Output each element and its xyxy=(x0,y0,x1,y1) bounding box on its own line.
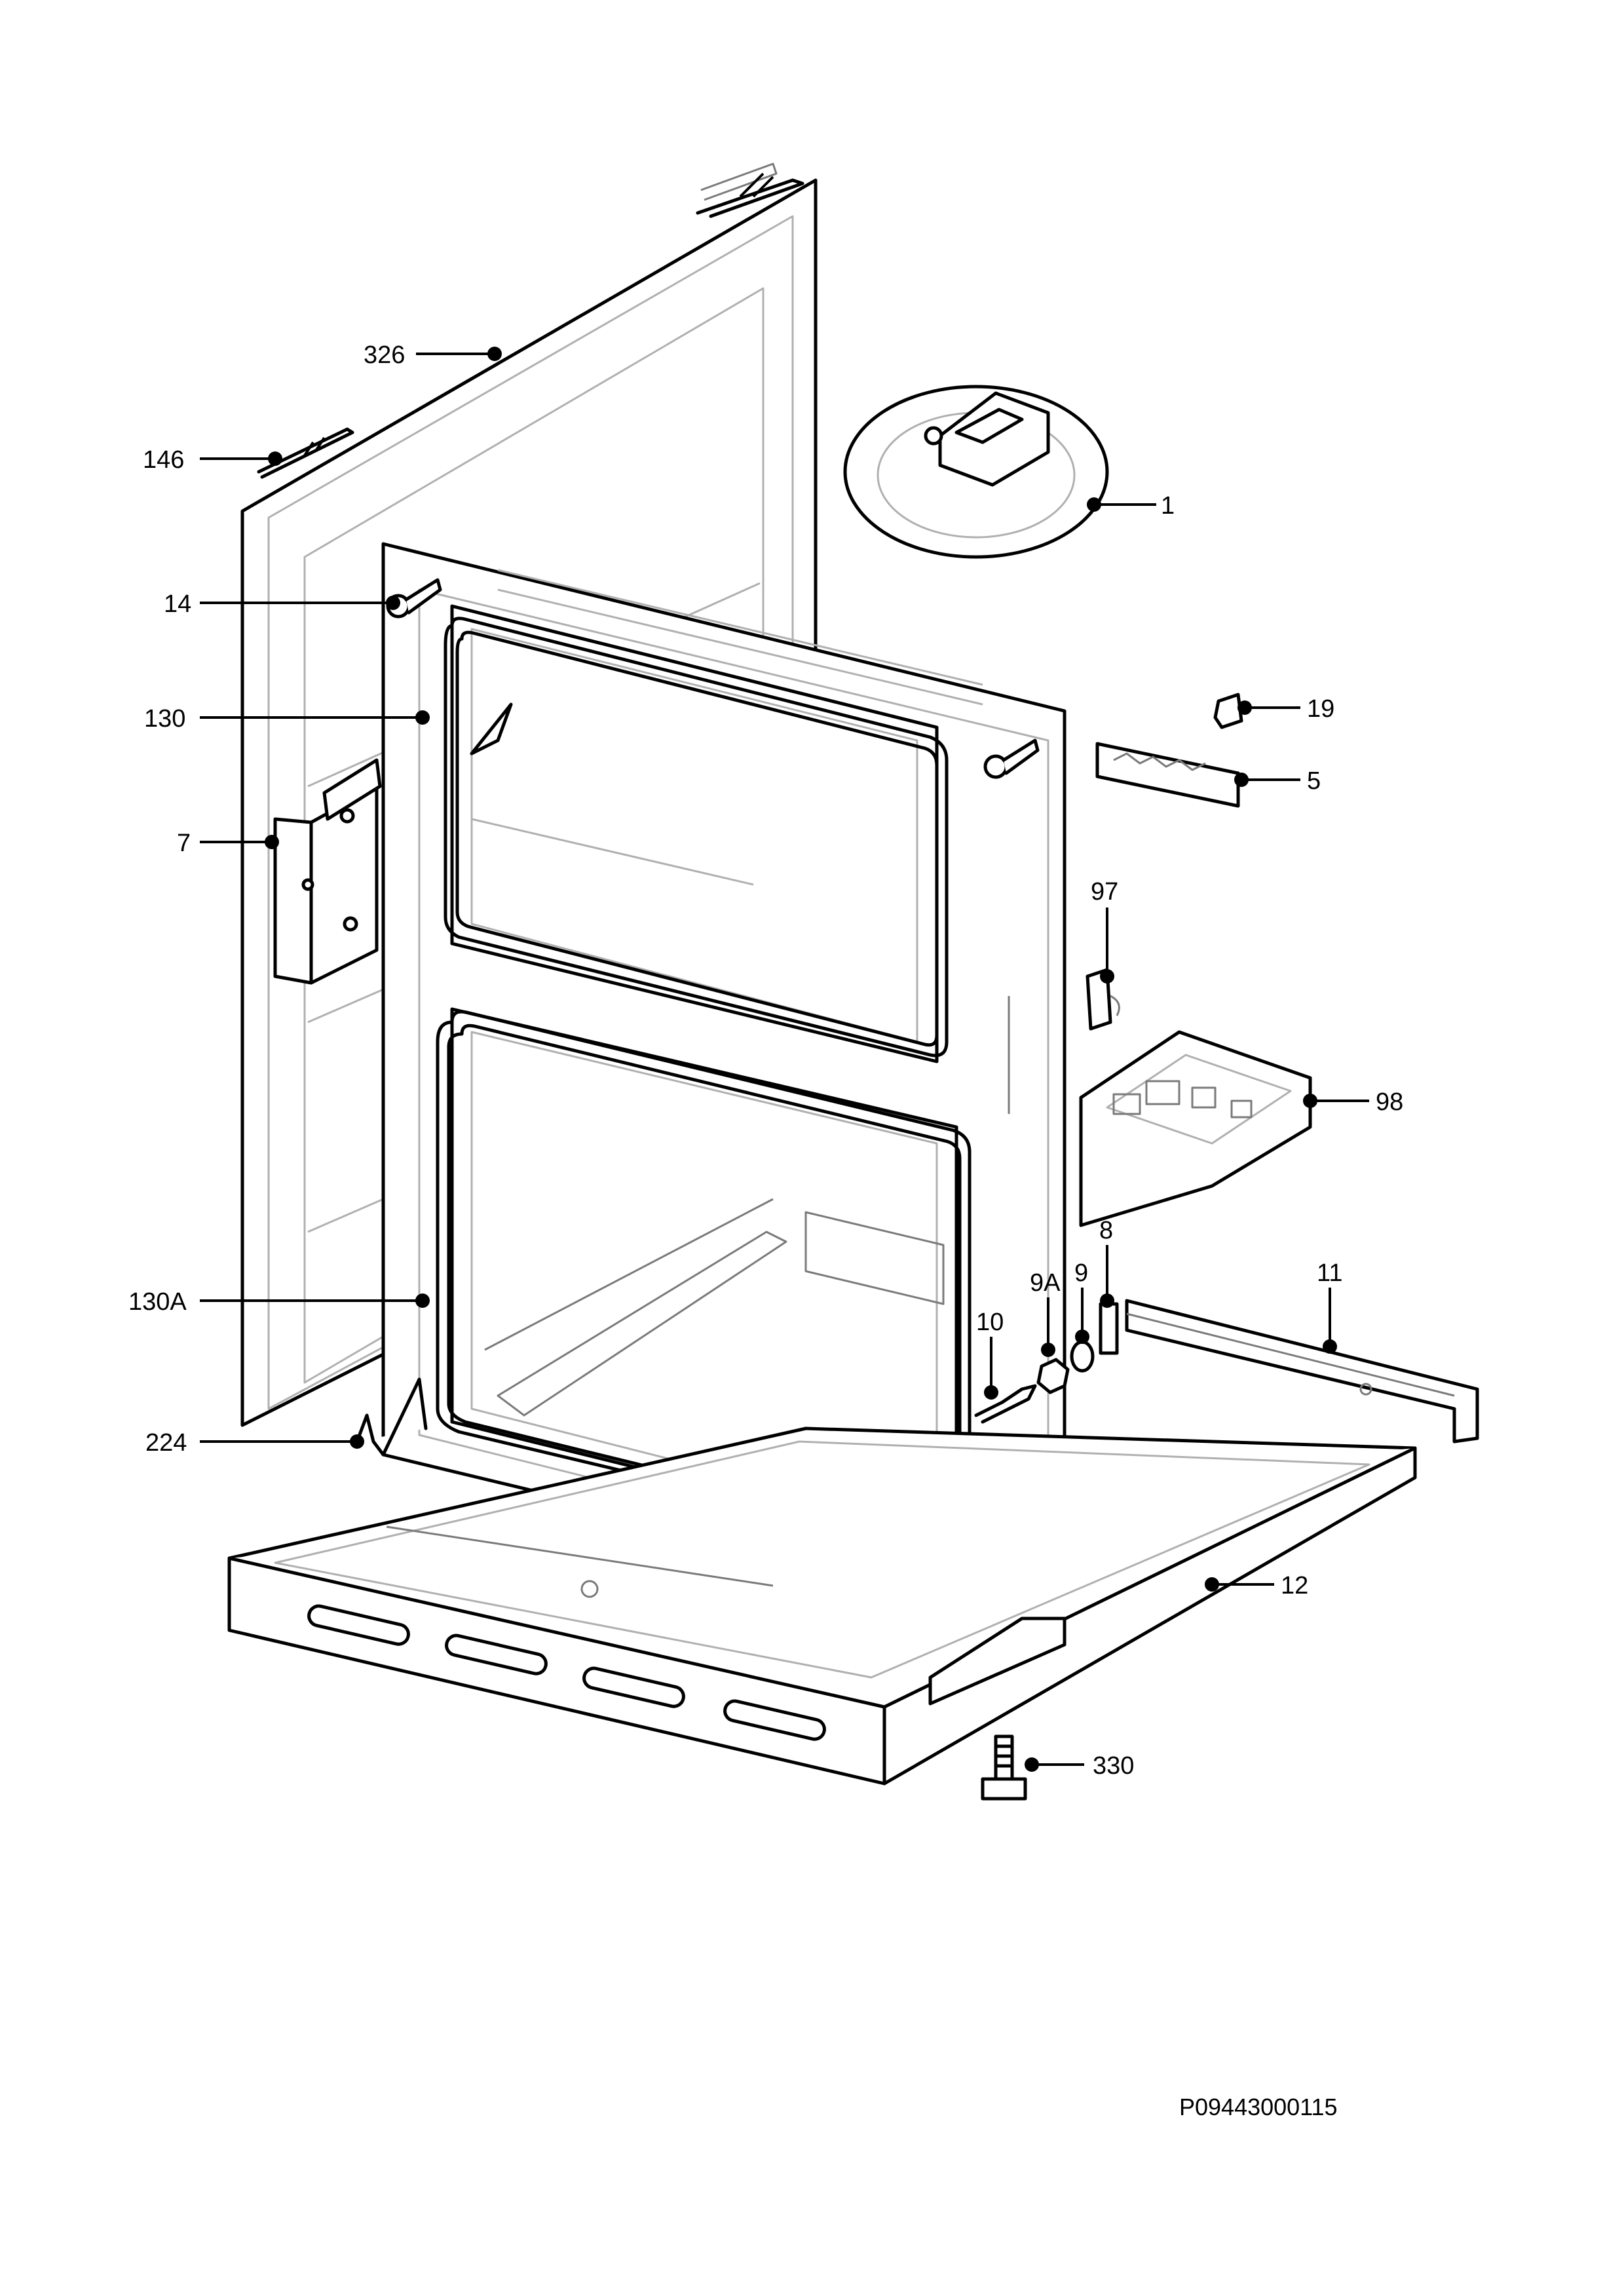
bracket-224 xyxy=(355,1377,428,1457)
callout-97: 97 xyxy=(1091,878,1118,906)
callout-9: 9 xyxy=(1074,1259,1088,1287)
callout-10: 10 xyxy=(976,1309,1004,1336)
front-frame xyxy=(381,542,1067,1620)
lamp-cover-9a xyxy=(1036,1358,1070,1394)
callout-130a: 130A xyxy=(128,1288,187,1316)
callout-7: 7 xyxy=(177,830,191,857)
base-plate-12 xyxy=(227,1426,1417,1786)
callout-1: 1 xyxy=(1161,492,1175,520)
hinge-bracket-7 xyxy=(273,758,382,985)
top-hook xyxy=(696,172,804,218)
callout-14: 14 xyxy=(164,590,191,618)
fan-motor-1 xyxy=(843,385,1109,559)
callout-5: 5 xyxy=(1307,767,1321,795)
callout-330: 330 xyxy=(1093,1752,1134,1780)
callout-19: 19 xyxy=(1307,695,1334,723)
drawing-reference-code: P09443000115 xyxy=(1179,2094,1338,2120)
callout-11: 11 xyxy=(1317,1259,1342,1287)
rail-11 xyxy=(1125,1299,1479,1444)
cover-5 xyxy=(1095,742,1240,808)
callout-130: 130 xyxy=(144,705,185,733)
clip-19 xyxy=(1213,693,1243,729)
lamp-holder-8 xyxy=(1099,1302,1119,1355)
callout-labels: 326 146 1 14 130 19 5 7 97 98 8 11 9 9A … xyxy=(128,341,1403,1780)
seal-ring-9 xyxy=(1070,1340,1095,1373)
callout-8: 8 xyxy=(1099,1217,1113,1244)
callout-224: 224 xyxy=(145,1429,187,1457)
callout-9a: 9A xyxy=(1030,1269,1061,1297)
callout-326: 326 xyxy=(364,341,405,369)
lamp-socket-10 xyxy=(974,1384,1037,1424)
fixing-pin-right xyxy=(983,738,1040,779)
control-board-98 xyxy=(1079,1030,1312,1227)
door-seal-130 xyxy=(444,617,949,1058)
component-97 xyxy=(1086,968,1120,1031)
bracket-146 xyxy=(257,427,354,479)
callout-146: 146 xyxy=(143,446,184,474)
callout-dots xyxy=(265,347,1337,1772)
foot-330 xyxy=(981,1734,1027,1801)
callout-98: 98 xyxy=(1376,1088,1403,1116)
callout-12: 12 xyxy=(1281,1572,1308,1599)
leader-lines xyxy=(200,353,1369,1766)
